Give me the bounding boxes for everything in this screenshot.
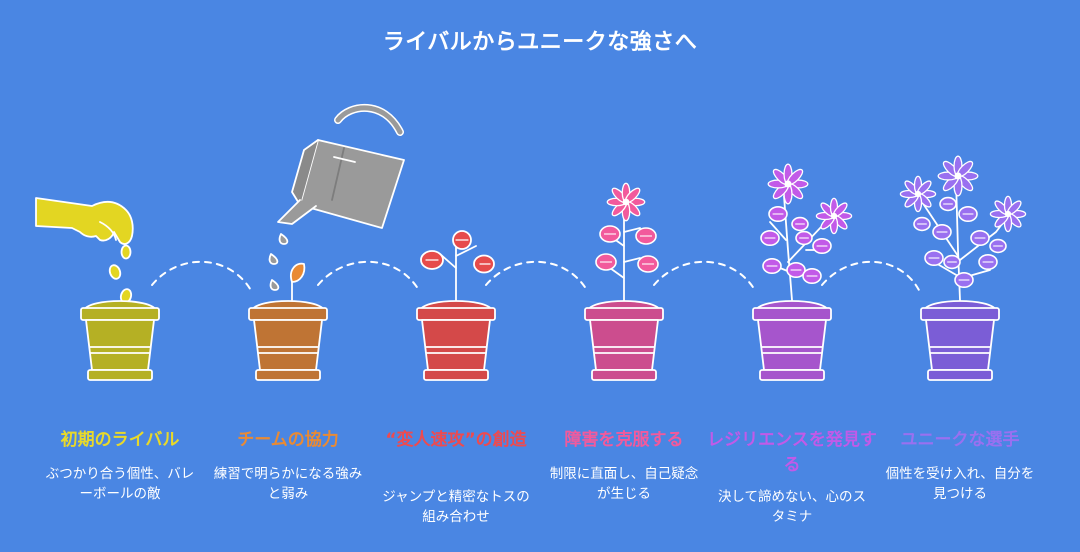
diagram-title: ライバルからユニークな強さへ (382, 30, 698, 55)
pot-1 (80, 300, 160, 381)
connector-arc-5 (821, 260, 921, 293)
connector-arc-4 (653, 260, 757, 293)
pot-2 (248, 300, 328, 381)
connector-arc-2 (317, 260, 421, 293)
pot-4 (584, 300, 664, 381)
full-bloom-plant-icon (899, 155, 1027, 301)
watering-can-icon (268, 104, 405, 301)
seedling-icon (420, 230, 495, 301)
pot-3 (416, 300, 496, 381)
pot-6 (920, 300, 1000, 381)
stage-6-title: ユニークな選手 (900, 430, 1020, 450)
connector-arc-1 (151, 260, 253, 293)
stage-5-description: 決して諦めない、心のスタミナ (717, 489, 867, 525)
stage-3-title: “変人速攻”の創造 (385, 430, 527, 450)
stage-5-title: レジリエンスを発見する (707, 430, 877, 475)
stage-6-description: 個性を受け入れ、自分を見つける (885, 466, 1035, 502)
stage-3-description: ジャンプと精密なトスの組み合わせ (382, 489, 530, 525)
budding-plant-icon (595, 182, 659, 301)
connector-arcs (151, 260, 921, 293)
seeds-in-hand-icon (35, 197, 134, 304)
stage-4-description: 制限に直面し、自己疑念が生じる (549, 466, 699, 502)
stage-1-title: 初期のライバル (60, 430, 180, 450)
stage-2-title: チームの協力 (237, 430, 339, 450)
stage-1-description: ぶつかり合う個性、バレーボールの敵 (45, 466, 195, 502)
flowering-plant-icon (760, 163, 853, 301)
stage-2-description: 練習で明らかになる強みと弱み (213, 466, 363, 502)
pot-5 (752, 300, 832, 381)
connector-arc-3 (485, 260, 589, 293)
stage-4-title: 障害を克服する (564, 430, 684, 450)
